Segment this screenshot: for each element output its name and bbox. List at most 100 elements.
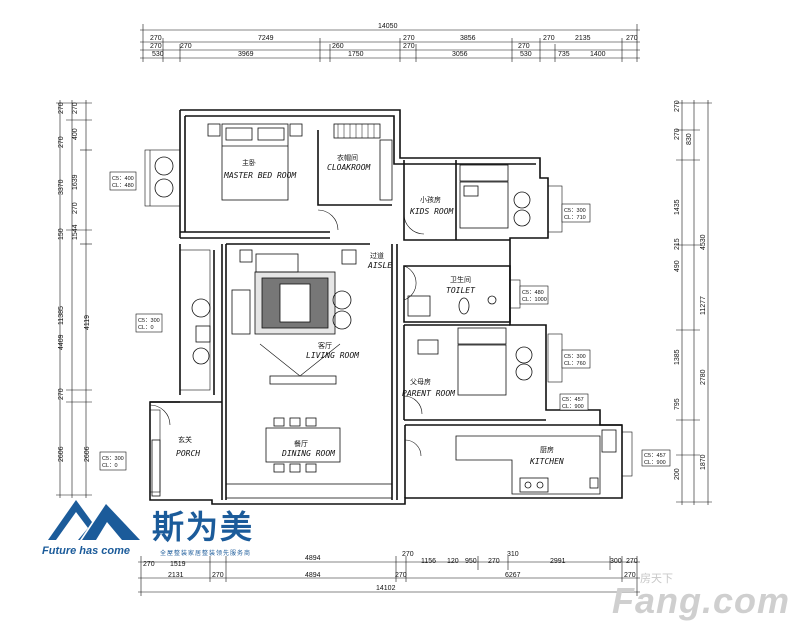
watermark-logo: Fang.com: [612, 580, 791, 621]
dim-right-12: 795: [674, 398, 681, 410]
tag-4-cl: CL：0: [138, 325, 154, 331]
bottom-dimensions: [138, 556, 640, 596]
dim-left-1: 270: [58, 102, 65, 114]
dim-right-6: 1870: [700, 454, 707, 470]
label-porch-cn: 玄关: [178, 435, 192, 444]
tag-1-c5: C5：400: [112, 176, 134, 182]
dim-right-1: 270: [674, 100, 681, 112]
dim-right-10: 490: [674, 260, 681, 272]
dim-bot-1: 270: [143, 561, 155, 568]
dim-bot-3: 4894: [305, 555, 321, 562]
label-kids-en: KIDS ROOM: [409, 207, 455, 216]
dim-left-2: 270: [58, 136, 65, 148]
label-master-en: MASTER BED ROOM: [223, 171, 297, 180]
dim-top-h: 270: [150, 43, 162, 50]
dim-bot-2: 1519: [170, 561, 186, 568]
window-tags: [99, 171, 671, 471]
dim-bot-8: 270: [488, 558, 500, 565]
tag-8-cl: CL：0: [102, 463, 118, 469]
tag-6-cl: CL：900: [562, 404, 584, 410]
dim-bot-10: 2991: [550, 558, 566, 565]
dim-right-11: 1385: [674, 349, 681, 365]
dim-left-11: 1639: [72, 174, 79, 190]
dim-top-k: 270: [403, 43, 415, 50]
dim-right-13: 200: [674, 468, 681, 480]
dining-table: [265, 427, 341, 463]
parent-bed: [457, 344, 507, 396]
label-master-cn: 主卧: [242, 158, 256, 167]
living-sofa: [231, 289, 251, 335]
dim-right-9: 215: [674, 238, 681, 250]
dim-bot-17: 6267: [505, 572, 521, 579]
label-kitchen-en: KITCHEN: [529, 457, 564, 466]
bottom-dimension-labels: 270 1519 4894 270 1156 120 950 270 310 2…: [143, 551, 638, 592]
tag-3-c5: C5：480: [522, 290, 544, 296]
dim-top-p: 3056: [452, 51, 468, 58]
dim-bot-7: 950: [465, 558, 477, 565]
label-living-cn: 客厅: [318, 341, 332, 350]
dim-top-f: 2135: [575, 35, 591, 42]
tag-6-c5: C5：457: [562, 397, 584, 403]
dim-right-7: 270: [674, 128, 681, 140]
tag-2-c5: C5：300: [564, 208, 586, 214]
dim-bot-18: 270: [624, 572, 636, 579]
label-kitchen-cn: 厨房: [540, 445, 554, 454]
label-aisle-cn: 过道: [370, 251, 384, 260]
dim-left-9: 270: [72, 102, 79, 114]
dim-bot-14: 270: [212, 572, 224, 579]
dim-bot-16: 270: [395, 572, 407, 579]
label-dining-en: DINING ROOM: [281, 449, 336, 458]
dim-top-b: 7249: [258, 35, 274, 42]
label-dining-cn: 餐厅: [294, 439, 308, 448]
dim-bot-12: 270: [626, 558, 638, 565]
dim-top-g: 270: [626, 35, 638, 42]
dim-top-r: 735: [558, 51, 570, 58]
dim-left-7: 270: [58, 388, 65, 400]
dim-left-10: 400: [72, 128, 79, 140]
tag-8-c5: C5：300: [102, 456, 124, 462]
dim-left-13: 1544: [72, 224, 79, 240]
dim-right-8: 1435: [674, 199, 681, 215]
master-bed: [221, 123, 289, 201]
dim-right-5: 2780: [700, 369, 707, 385]
dim-left-8: 2606: [58, 446, 65, 462]
dim-left-12: 270: [72, 202, 79, 214]
label-living-en: LIVING ROOM: [306, 351, 360, 360]
left-dimension-labels: 270 270 3370 150 11385 4409 270 2606 270…: [58, 102, 91, 462]
leader-lines: [259, 343, 341, 377]
tag-3-cl: CL：1000: [522, 297, 547, 303]
dim-top-e: 270: [543, 35, 555, 42]
window-tag-texts: C5：400 CL：480 C5：300 CL：710 C5：480 CL：10…: [102, 176, 666, 469]
tag-7-cl: CL：900: [644, 460, 666, 466]
label-toilet-cn: 卫生间: [450, 275, 471, 284]
dim-top-c: 270: [403, 35, 415, 42]
dim-right-2: 830: [686, 133, 693, 145]
right-dimension-labels: 270 830 4530 11277 2780 1870 270 1435 21…: [674, 100, 707, 480]
dim-bot-total: 14102: [376, 585, 396, 592]
tag-1-cl: CL：480: [112, 183, 134, 189]
walls: [149, 109, 623, 505]
dim-left-6: 4409: [58, 334, 65, 350]
brand-slogan: Future has come: [42, 545, 131, 557]
dim-left-15: 2606: [84, 446, 91, 462]
door-swings: [149, 209, 425, 457]
watermark-cn: 房天下: [640, 572, 673, 585]
dim-top-total: 14050: [378, 23, 398, 30]
dim-bot-5: 1156: [421, 558, 436, 565]
label-kids-cn: 小孩房: [420, 195, 441, 204]
dim-top-l: 270: [518, 43, 530, 50]
dim-right-4: 11277: [700, 296, 707, 315]
tag-5-c5: C5：300: [564, 354, 586, 360]
dim-top-q: 530: [520, 51, 532, 58]
label-parent-en: PARENT ROOM: [402, 389, 456, 398]
dim-top-i: 270: [180, 43, 192, 50]
dim-top-s: 1400: [590, 51, 606, 58]
tag-4-c5: C5：300: [138, 318, 160, 324]
dim-bot-9: 310: [507, 551, 519, 558]
dim-top-j: 260: [332, 43, 344, 50]
dim-top-d: 3856: [460, 35, 476, 42]
left-dimensions: [56, 100, 92, 498]
dim-left-5: 11385: [58, 306, 65, 325]
label-parent-cn: 父母房: [410, 377, 431, 386]
